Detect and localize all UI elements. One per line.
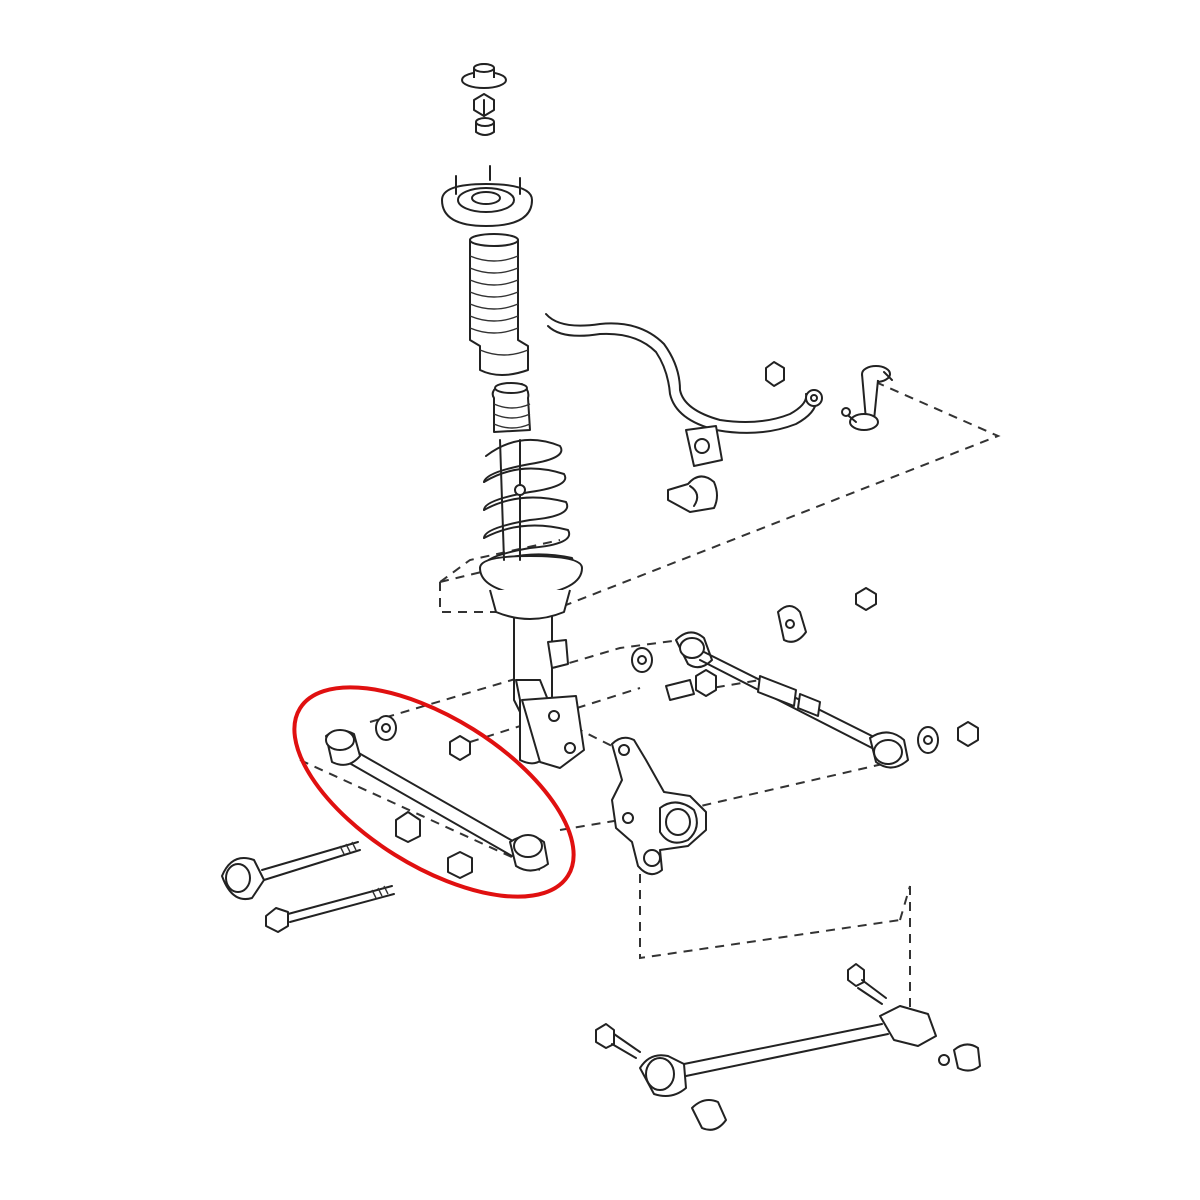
steering-knuckle xyxy=(611,736,707,876)
assembly-guide-lines xyxy=(299,375,1001,1010)
hardware-nuts xyxy=(375,587,979,879)
trailing-arm xyxy=(595,963,981,1131)
coil-spring xyxy=(479,438,583,620)
strut-nut xyxy=(473,93,495,117)
highlight-circle xyxy=(292,685,576,899)
strut-mount-cap xyxy=(461,63,507,89)
stabilizer-bushing xyxy=(685,361,785,467)
upper-strut-mount xyxy=(441,165,533,227)
stabilizer-link xyxy=(841,365,893,431)
bump-stop xyxy=(491,382,531,433)
dust-boot xyxy=(469,233,529,376)
rear-lateral-arm xyxy=(325,729,549,872)
toe-adjust-cam xyxy=(777,605,807,643)
shock-absorber xyxy=(513,607,585,769)
strut-bushing xyxy=(475,117,495,136)
long-bolts xyxy=(221,841,395,933)
stabilizer-bracket xyxy=(667,475,718,513)
stabilizer-bar xyxy=(545,313,823,434)
adjustable-lateral-arm xyxy=(675,631,909,769)
